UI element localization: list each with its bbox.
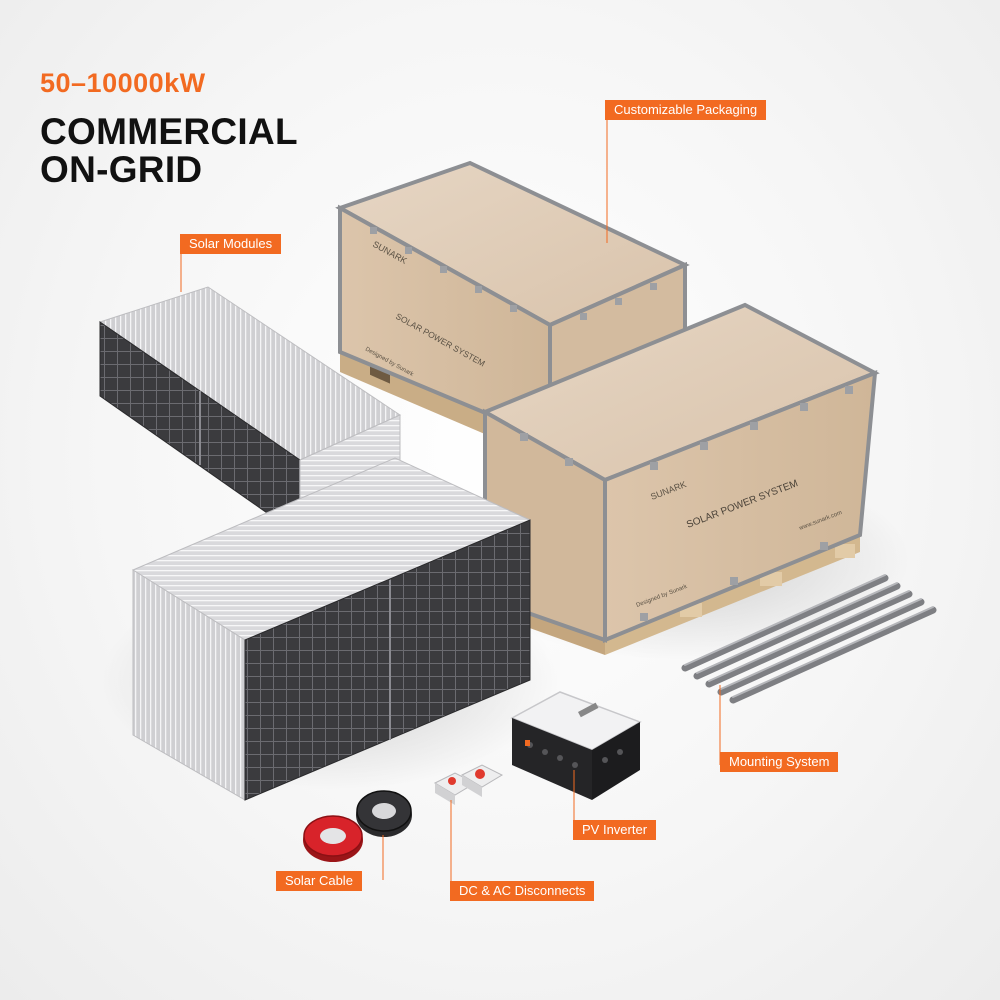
- callout-solar-cable: Solar Cable: [276, 871, 362, 891]
- capacity-range: 50–10000kW: [40, 68, 206, 98]
- solar-cable-coils: [303, 790, 412, 862]
- callout-customizable-packaging: Customizable Packaging: [605, 100, 767, 120]
- callout-dc-ac-disconnects: DC & AC Disconnects: [450, 881, 595, 901]
- solar-modules-back-stack: [98, 286, 402, 537]
- page-title-line2: ON-GRID: [40, 149, 203, 190]
- dc-ac-disconnects: [433, 764, 504, 805]
- front-crate: SUNARK SOLAR POWER SYSTEM Designed by Su…: [480, 302, 880, 655]
- callout-pv-inverter: PV Inverter: [573, 820, 657, 840]
- pv-inverter: [510, 691, 642, 800]
- solar-modules-front-stack: [131, 457, 532, 801]
- callout-mounting-system: Mounting System: [720, 752, 839, 772]
- callout-solar-modules: Solar Modules: [180, 234, 282, 254]
- headline: 50–10000kW COMMERCIAL ON-GRID: [40, 68, 298, 189]
- leader-lines: [180, 120, 721, 890]
- page-title-line1: COMMERCIAL: [40, 111, 298, 152]
- mounting-rails: [681, 574, 937, 704]
